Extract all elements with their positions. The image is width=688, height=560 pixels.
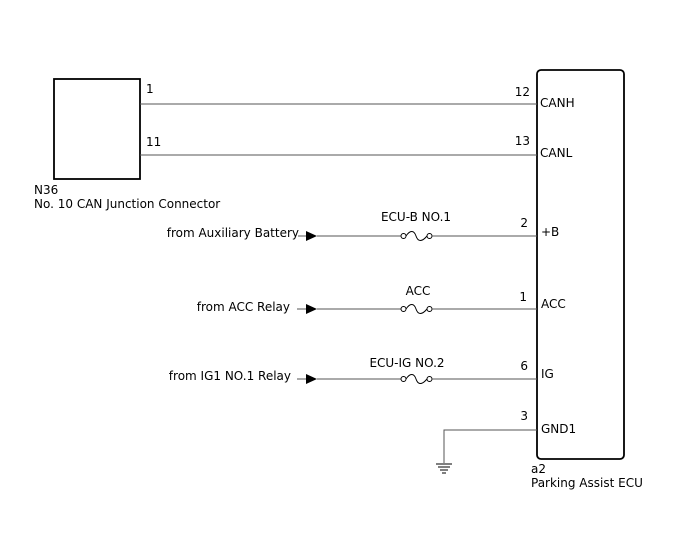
- connector-pin-1: 1: [146, 82, 154, 96]
- ecu-pin-number-3: 3: [520, 409, 528, 423]
- connector-code: N36: [34, 183, 58, 197]
- fuse-terminal-icon: [426, 233, 433, 239]
- fuse-terminal-icon: [426, 306, 433, 312]
- ecu-box: [536, 69, 625, 460]
- fuse-terminal-icon: [426, 376, 433, 382]
- connector-name: No. 10 CAN Junction Connector: [34, 197, 220, 211]
- ecu-pin-label-canl: CANL: [540, 146, 573, 160]
- ecu-pin-label-ig: IG: [541, 367, 554, 381]
- ecu-pin-number-13: 13: [515, 134, 530, 148]
- ecu-pin-number-12: 12: [515, 85, 530, 99]
- connector-box: [53, 78, 141, 180]
- ecu-pin-label-acc: ACC: [541, 297, 566, 311]
- ecu-pin-label-gnd1: GND1: [541, 422, 576, 436]
- ecu-pin-label-canh: CANH: [540, 96, 575, 110]
- wire-gnd: [443, 429, 537, 463]
- source-label-auxiliary-battery: from Auxiliary Battery: [167, 226, 299, 240]
- fuse-icon: [405, 374, 428, 384]
- ecu-code: a2: [531, 462, 546, 476]
- ecu-name: Parking Assist ECU: [531, 476, 643, 490]
- fuse-terminal-icon: [400, 376, 407, 382]
- source-label-ig1-relay: from IG1 NO.1 Relay: [169, 369, 291, 383]
- fuse-label-ecu-b: ECU-B NO.1: [381, 210, 451, 224]
- source-label-acc-relay: from ACC Relay: [197, 300, 290, 314]
- fuse-label-ecu-ig: ECU-IG NO.2: [369, 356, 444, 370]
- arrow-icon: [306, 374, 317, 384]
- fuse-icon: [405, 304, 428, 314]
- ground-icon: [436, 463, 452, 474]
- ecu-pin-number-6: 6: [520, 359, 528, 373]
- arrow-icon: [306, 231, 317, 241]
- fuse-terminal-icon: [400, 306, 407, 312]
- arrow-icon: [306, 304, 317, 314]
- connector-pin-11: 11: [146, 135, 161, 149]
- ecu-pin-number-1: 1: [519, 290, 527, 304]
- fuse-icon: [405, 231, 428, 241]
- fuse-label-acc: ACC: [406, 284, 431, 298]
- ecu-pin-label-b: +B: [541, 225, 559, 239]
- ecu-pin-number-2: 2: [520, 216, 528, 230]
- fuse-terminal-icon: [400, 233, 407, 239]
